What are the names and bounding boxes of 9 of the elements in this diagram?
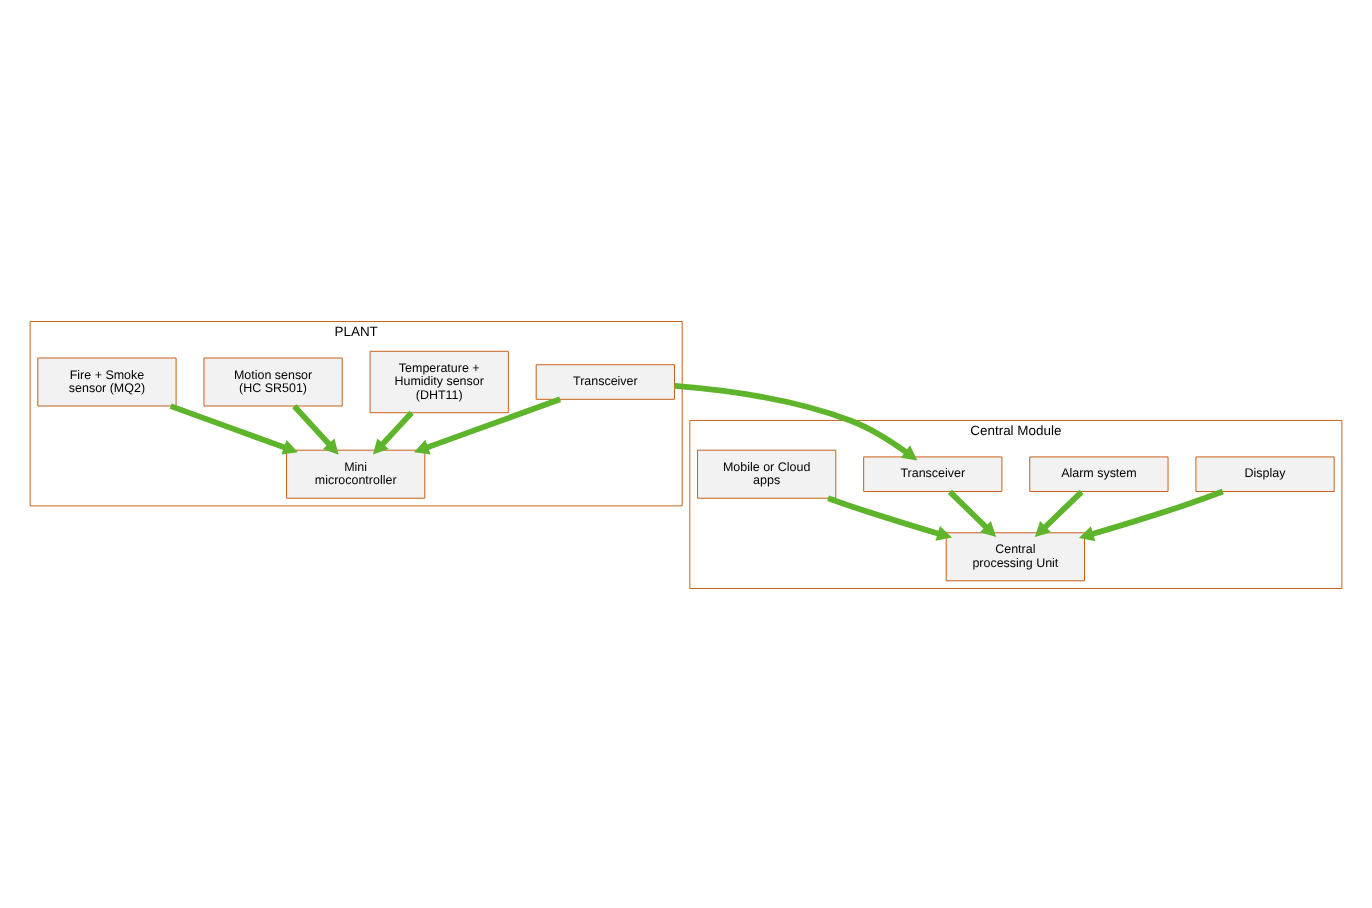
arrow xyxy=(414,395,562,454)
arrow xyxy=(947,488,997,537)
arrow xyxy=(1078,487,1224,541)
arrow xyxy=(674,382,918,460)
arrow xyxy=(169,402,298,454)
arrow xyxy=(1034,488,1084,536)
arrow xyxy=(292,403,339,454)
arrow xyxy=(827,494,952,540)
arrow xyxy=(372,409,414,454)
